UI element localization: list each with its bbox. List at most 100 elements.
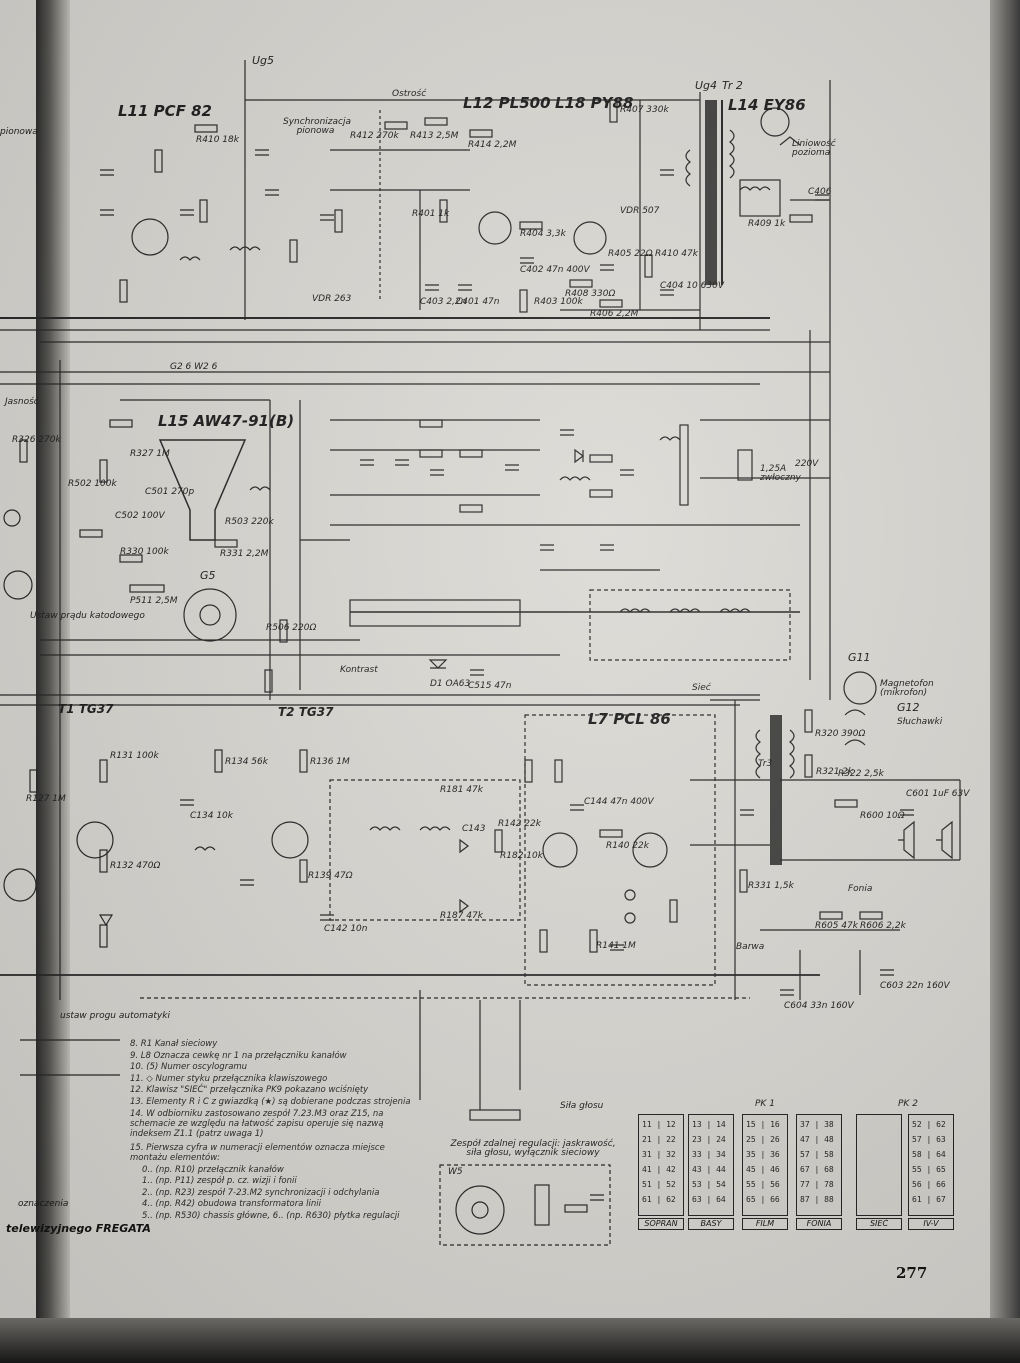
component-label: R326 270k: [12, 435, 61, 445]
label-ostrosc: Ostrość: [392, 89, 427, 99]
note-line: 14. W odbiorniku zastosowano zespół 7.23…: [130, 1109, 384, 1140]
component-label: C604 33n 160V: [784, 1001, 854, 1011]
label-jasnosc: Jasność: [5, 397, 39, 407]
label-220v: 220V: [795, 459, 819, 469]
note-line: 2.. (np. R23) zespół 7-23.M2 synchroniza…: [142, 1187, 380, 1198]
crt-section: [3, 399, 560, 700]
transistor-label-t1: T1 TG37: [58, 702, 114, 716]
component-label: R187 47k: [440, 911, 483, 921]
pk-contact-pair: 11 | 12: [642, 1120, 676, 1129]
tube-label-l14: L14 EY86: [728, 96, 806, 114]
component-label: R142 22k: [498, 819, 541, 829]
footer-legend: oznaczenia: [18, 1199, 69, 1209]
label-tr2: Tr 2: [722, 79, 743, 92]
tube-label-l7: L7 PCL 86: [588, 710, 671, 728]
page-edge-bottom: [0, 1318, 1020, 1363]
circuit-schematic: [0, 60, 961, 1246]
horizontal-output-stage: [100, 99, 830, 313]
label-tr3: Tr3: [758, 759, 773, 769]
pk-contact-pair: 61 | 67: [912, 1195, 946, 1204]
component-label: R414 2,2M: [468, 140, 517, 150]
power-supply: [330, 419, 830, 676]
pk-contact-pair: 45 | 46: [746, 1165, 780, 1174]
label-liniowosc: Liniowość pozioma: [792, 139, 836, 158]
tube-label-l15: L15 AW47-91(B): [158, 412, 295, 430]
component-label: R600 10Ω: [860, 811, 905, 821]
pk-contact-pair: 43 | 44: [692, 1165, 726, 1174]
component-label: R412 270k: [350, 131, 399, 141]
pk-key-label: IV-V: [908, 1218, 954, 1230]
note-line: 12. Klawisz "SIEĆ" przełącznika PK9 poka…: [130, 1085, 369, 1095]
component-label: R134 56k: [225, 757, 268, 767]
pk-contact-pair: 63 | 64: [692, 1195, 726, 1204]
component-label: C515 47n: [468, 681, 512, 691]
component-label: R330 100k: [120, 547, 169, 557]
component-label: R408 330Ω: [565, 289, 616, 299]
pk-key-label: BASY: [688, 1218, 734, 1230]
pk-contact-pair: 52 | 62: [912, 1120, 946, 1129]
pk-contact-pair: 57 | 58: [800, 1150, 834, 1159]
pk-contact-pair: 55 | 56: [746, 1180, 780, 1189]
note-line: 1.. (np. P11) zespół p. cz. wizji i foni…: [142, 1176, 297, 1187]
label-zespol-regulacji: Zespół zdalnej regulacji: jaskrawość, si…: [450, 1139, 616, 1158]
component-label: P511 2,5M: [130, 596, 178, 606]
page-edge-right: [990, 0, 1020, 1363]
footer-caption: telewizyjnego FREGATA: [6, 1222, 151, 1235]
component-label: VDR 263: [312, 294, 352, 304]
label-ug4: Ug4: [695, 79, 718, 92]
page-number: 277: [896, 1264, 928, 1282]
pk-switch-block: [688, 1114, 734, 1216]
pk-contact-pair: 25 | 26: [746, 1135, 780, 1144]
component-label: C502 100V: [115, 511, 165, 521]
component-label: R410 47k: [655, 249, 698, 259]
component-label: R401 1k: [412, 209, 450, 219]
pk-key-label: SIEĆ: [856, 1218, 902, 1230]
pk-contact-pair: 51 | 52: [642, 1180, 676, 1189]
label-ustaw-progu: ustaw progu automatyki: [60, 1011, 170, 1021]
note-line: 9. L8 Oznacza cewkę nr 1 na przełączniku…: [130, 1050, 347, 1061]
label-g5: G5: [200, 569, 216, 582]
schematic-page: L11 PCF 82 L12 PL500 L18 PY88 L14 EY86 L…: [0, 0, 1010, 1320]
component-label: R322 2,5k: [838, 769, 884, 779]
component-label: R506 220Ω: [266, 623, 317, 633]
note-line: 0.. (np. R10) przełącznik kanałów: [142, 1164, 284, 1175]
pk-contact-pair: 13 | 14: [692, 1120, 726, 1129]
pk-contact-pair: 58 | 64: [912, 1150, 946, 1159]
component-label: R403 100k: [534, 297, 583, 307]
label-bezpiecznik: 1,25A zwłoczny: [760, 464, 801, 483]
component-label: R404 3,3k: [520, 229, 566, 239]
label-pionowa: pionowa: [0, 127, 38, 137]
component-label: R136 1M: [310, 757, 350, 767]
pk-contact-pair: 23 | 24: [692, 1135, 726, 1144]
note-line: 8. R1 Kanał sieciowy: [130, 1039, 218, 1049]
label-sila-glosu: Siła głosu: [560, 1101, 604, 1111]
pk-switch-block: [796, 1114, 842, 1216]
label-g12: G12: [897, 701, 920, 714]
component-label: R182 10k: [500, 851, 543, 861]
pk-contact-pair: 55 | 65: [912, 1165, 946, 1174]
label-barwa: Barwa: [736, 942, 765, 952]
component-label: R410 18k: [196, 135, 239, 145]
pk-switch-block: [856, 1114, 902, 1216]
pk-contact-pair: 87 | 88: [800, 1195, 834, 1204]
component-label: R605 47k: [815, 921, 858, 931]
component-label: C142 10n: [324, 924, 368, 934]
component-label: R331 1,5k: [748, 881, 794, 891]
component-label: C401 47n: [456, 297, 500, 307]
notes-block: 8. R1 Kanał sieciowy 9. L8 Oznacza cewkę…: [130, 1039, 411, 1223]
pk-contact-pair: 35 | 36: [746, 1150, 780, 1159]
pk-contact-pair: 41 | 42: [642, 1165, 676, 1174]
pk-contact-pair: 61 | 62: [642, 1195, 676, 1204]
note-line: 13. Elementy R i C z gwiazdką (★) są dob…: [130, 1096, 411, 1107]
pk-contact-pair: 37 | 38: [800, 1120, 834, 1129]
remote-control-unit: [439, 1164, 611, 1246]
label-ug5: Ug5: [252, 54, 275, 67]
component-label: R413 2,5M: [410, 131, 459, 141]
transistor-label-t2: T2 TG37: [278, 705, 334, 719]
component-label: C501 270p: [145, 487, 195, 497]
component-label: R321 2k: [816, 767, 854, 777]
label-kontrast: Kontrast: [340, 665, 378, 675]
note-line: 15. Pierwsza cyfra w numeracji elementów…: [130, 1142, 385, 1163]
pk-contact-pair: 31 | 32: [642, 1150, 676, 1159]
pk-key-label: FILM: [742, 1218, 788, 1230]
